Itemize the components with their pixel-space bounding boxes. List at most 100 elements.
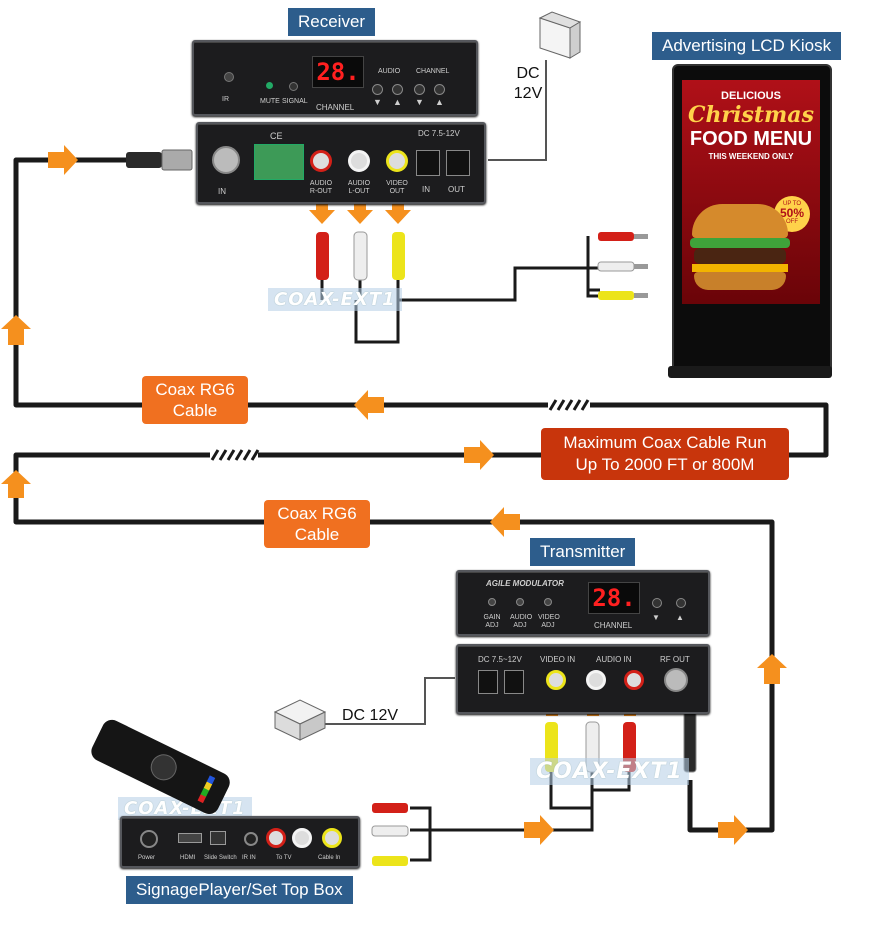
- dc-in-port[interactable]: [478, 670, 498, 694]
- dc-out-port[interactable]: [504, 670, 524, 694]
- ce-mark: CE: [270, 131, 283, 141]
- mute-label: MUTE: [260, 98, 280, 105]
- dc-adapter-bottom: [273, 699, 327, 741]
- cable-in-label: Cable In: [318, 855, 341, 861]
- channel-up-button[interactable]: [676, 598, 686, 608]
- terminal-block[interactable]: [254, 144, 304, 180]
- arrow-left-icon: [490, 507, 520, 537]
- audio-l-out-port[interactable]: [348, 150, 370, 172]
- ir-in-port[interactable]: [244, 832, 258, 846]
- audio-up-button[interactable]: [392, 84, 403, 95]
- audio-down-button[interactable]: [372, 84, 383, 95]
- video-in-label: VIDEO IN: [540, 655, 576, 664]
- gain-knob[interactable]: [488, 598, 496, 606]
- video-adj-label: VIDEO ADJ: [538, 614, 560, 629]
- power-port[interactable]: [140, 830, 158, 848]
- dc-range-label: DC 7.5~12V: [478, 655, 522, 664]
- arrow-up-icon: [1, 315, 31, 345]
- channel-down-button[interactable]: [652, 598, 662, 608]
- watermark: COAX-EXT1: [530, 758, 689, 785]
- receiver-rear-panel: IN CE AUDIO R-OUT AUDIO L-OUT VIDEO OUT …: [196, 122, 486, 204]
- max-run-line1: Maximum Coax Cable Run: [563, 433, 767, 452]
- dc-label-line1: DC: [516, 65, 540, 82]
- arrow-right-icon: [48, 145, 78, 175]
- mute-led: [266, 82, 273, 89]
- channel-up-button[interactable]: [434, 84, 445, 95]
- dc-in-port[interactable]: [416, 150, 440, 176]
- audio-knob[interactable]: [516, 598, 524, 606]
- slide-switch-label: Slide Switch: [204, 855, 237, 861]
- transmitter-dc-cable: [320, 677, 455, 725]
- max-run-line2: Up To 2000 FT or 800M: [575, 455, 755, 474]
- receiver-front-panel: IR MUTE SIGNAL 28. CHANNEL AUDIO CHANNEL…: [192, 40, 478, 116]
- arrow-down-icon: [385, 198, 411, 224]
- coax-label-line1: Coax RG6: [277, 504, 357, 523]
- arrow-right-icon: [524, 815, 554, 845]
- coax-cable-label-bottom: Coax RG6 Cable: [264, 500, 370, 548]
- ir-label: IR: [222, 96, 229, 103]
- ir-in-label: IR IN: [242, 855, 256, 861]
- hdmi-port[interactable]: [178, 833, 202, 843]
- dc-label-line2: 12V: [513, 85, 543, 102]
- video-in-port[interactable]: [546, 670, 566, 690]
- receiver-dc-cable: [488, 60, 547, 161]
- dc-out-label: OUT: [448, 185, 465, 194]
- up-arrow-icon: ▲: [676, 613, 684, 622]
- set-top-box: Power HDMI Slide Switch IR IN To TV Cabl…: [120, 816, 360, 868]
- power-label: Power: [138, 855, 156, 861]
- receiver-rca-plugs: [316, 231, 405, 281]
- screen-line1: DELICIOUS: [721, 90, 781, 102]
- badge-top: UP TO: [782, 201, 801, 207]
- cable-splice-marks: [210, 399, 590, 461]
- to-tv-label: To TV: [276, 855, 292, 861]
- arrow-down-icon: [347, 198, 373, 224]
- dc-label-top: DC 12V: [512, 64, 544, 104]
- transmitter-av-cable: [410, 735, 631, 862]
- dc-out-port[interactable]: [446, 150, 470, 176]
- yellow-video-port[interactable]: [322, 828, 342, 848]
- arrow-up-icon: [1, 470, 31, 498]
- audio-r-in-port[interactable]: [624, 670, 644, 690]
- screen-line4: THIS WEEKEND ONLY: [708, 152, 794, 161]
- lcd-kiosk: DELICIOUS Christmas FOOD MENU THIS WEEKE…: [668, 64, 832, 378]
- video-out-port[interactable]: [386, 150, 408, 172]
- transmitter-title: Transmitter: [530, 538, 636, 566]
- arrow-right-icon: [718, 815, 748, 845]
- down-arrow-icon: ▼: [652, 613, 660, 622]
- coax-label-line1: Coax RG6: [155, 380, 235, 399]
- coax-in-port[interactable]: [212, 146, 240, 174]
- video-knob[interactable]: [544, 598, 552, 606]
- badge-bottom: OFF: [786, 219, 798, 225]
- rf-out-label: RF OUT: [660, 655, 690, 664]
- channel-down-button[interactable]: [414, 84, 425, 95]
- ir-sensor: [224, 72, 234, 82]
- coax-in-label: IN: [218, 187, 226, 196]
- audio-l-out-label: AUDIO L-OUT: [347, 180, 371, 195]
- audio-l-in-port[interactable]: [586, 670, 606, 690]
- audio-in-label: AUDIO IN: [596, 655, 632, 664]
- watermark: COAX-EXT1: [268, 288, 402, 311]
- transmitter-rear-panel: DC 7.5~12V VIDEO IN AUDIO IN RF OUT: [456, 644, 710, 714]
- dc-in-label: IN: [422, 185, 430, 194]
- kiosk-title: Advertising LCD Kiosk: [652, 32, 842, 60]
- kiosk-rca-plugs: [597, 232, 648, 300]
- kiosk-base: [668, 366, 832, 378]
- signal-led: [289, 82, 298, 91]
- audio-adj-label: AUDIO ADJ: [510, 614, 533, 629]
- channel-display: 28.: [312, 56, 364, 88]
- arrow-down-icon: [309, 198, 335, 224]
- slide-switch[interactable]: [210, 831, 226, 845]
- white-audio-port[interactable]: [292, 828, 312, 848]
- burger-image: [690, 200, 790, 296]
- gain-adj-label: GAIN ADJ: [483, 614, 501, 629]
- down-arrow-icon: ▼: [415, 97, 424, 107]
- audio-r-out-port[interactable]: [310, 150, 332, 172]
- receiver-title: Receiver: [288, 8, 376, 36]
- remote-color-keys: [197, 775, 216, 804]
- red-audio-port[interactable]: [266, 828, 286, 848]
- rf-out-port[interactable]: [664, 668, 688, 692]
- up-arrow-icon: ▲: [435, 97, 444, 107]
- arrow-up-icon: [757, 654, 787, 684]
- arrow-left-icon: [354, 390, 384, 420]
- hdmi-label: HDMI: [180, 855, 196, 861]
